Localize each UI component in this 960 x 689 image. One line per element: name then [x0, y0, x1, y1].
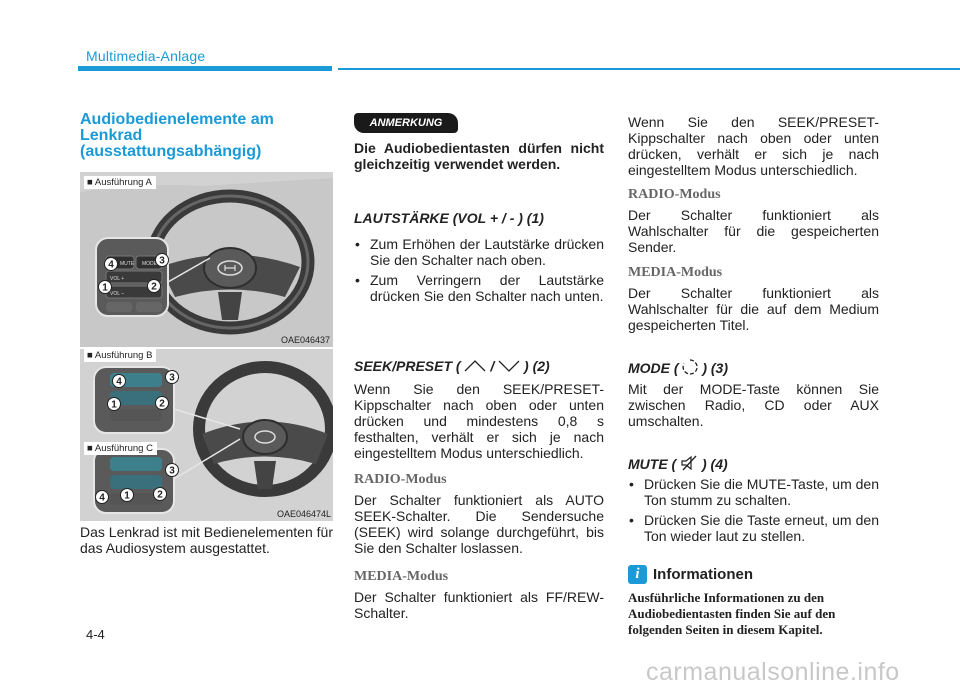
callout-b-3: 3: [169, 373, 175, 384]
seek-heading-suffix: ) (2): [524, 358, 550, 374]
button-panel-inset-a: MUTE MODE VOL + VOL –: [95, 237, 169, 317]
info-title: Informationen: [653, 566, 753, 583]
mode-heading: MODE ( ) (3): [628, 359, 728, 376]
callout-1: 1: [102, 283, 108, 294]
mute-heading-prefix: MUTE (: [628, 456, 677, 472]
callout-b-1: 1: [111, 400, 117, 411]
seek-short-paragraph: Wenn Sie den SEEK/PRESET-Kippschalter na…: [628, 114, 879, 178]
info-text: Ausführliche Informationen zu den Audiob…: [628, 590, 836, 637]
vol-down-text: VOL –: [110, 291, 124, 297]
mute-heading: MUTE ( ) (4): [628, 455, 728, 472]
callout-c-4: 4: [99, 493, 105, 504]
mute-heading-suffix: ) (4): [702, 456, 728, 472]
mode-button-text: MODE: [142, 261, 158, 267]
mode-paragraph: Mit der MODE-Taste können Sie zwischen R…: [628, 381, 879, 429]
title-line: (ausstattungsabhängig): [80, 143, 262, 160]
volume-list: Zum Erhöhen der Lautstärke drücken Sie d…: [354, 236, 604, 308]
page-number: 4-4: [86, 627, 105, 642]
mute-speaker-icon: [681, 455, 697, 471]
mute-button-text: MUTE: [120, 261, 135, 267]
mute-list: Drücken Sie die MUTE-Taste, um den Ton s…: [628, 476, 879, 548]
mode-heading-suffix: ) (3): [702, 360, 729, 376]
callout-b-4: 4: [116, 377, 122, 388]
title-line: Lenkrad: [80, 127, 143, 144]
section-title: Audiobedienelemente am Lenkrad (ausstatt…: [80, 112, 333, 160]
figure-a-code: OAE046437: [280, 335, 330, 345]
seek-heading: SEEK/PRESET ( / ) (2): [354, 358, 550, 374]
figure-c-label: ■ Ausführung C: [84, 442, 157, 455]
intro-paragraph: Das Lenkrad ist mit Bedienelementen für …: [80, 524, 333, 556]
callout-c-2: 2: [157, 490, 163, 501]
callout-c-1: 1: [124, 491, 130, 502]
header-rule-thick: [78, 66, 332, 71]
list-item: Drücken Sie die Taste erneut, um den Ton…: [628, 512, 879, 544]
callout-4: 4: [108, 260, 114, 271]
radio-heading: RADIO-Modus: [628, 187, 721, 202]
callout-3: 3: [159, 256, 165, 267]
list-item: Zum Erhöhen der Lautstärke drücken Sie d…: [354, 236, 604, 268]
header-rule-thin: [338, 68, 960, 70]
note-badge: ANMERKUNG: [354, 113, 458, 133]
info-icon: i: [628, 565, 647, 584]
volume-heading: LAUTSTÄRKE (VOL + / - ) (1): [354, 210, 544, 226]
section-header: Multimedia-Anlage: [86, 48, 206, 64]
seek-heading-mid: /: [490, 358, 495, 374]
figure-a-label: ■ Ausführung A: [84, 176, 156, 189]
figure-b-label: ■ Ausführung B: [84, 349, 157, 362]
seek-heading-prefix: SEEK/PRESET (: [354, 358, 461, 374]
title-line: Audiobedienelemente am: [80, 111, 274, 128]
callout-b-2: 2: [159, 399, 165, 410]
figure-c-code: OAE046474L: [276, 509, 331, 519]
seek-down-chevron-icon: [498, 360, 520, 372]
button-panel-inset-c: [93, 448, 175, 514]
list-item: Zum Verringern der Lautstärke drücken Si…: [354, 272, 604, 304]
steering-wheel-a-illustration: MUTE MODE VOL + VOL – 4 3 1 2: [80, 172, 333, 347]
radio-paragraph: Der Schalter funktioniert als AUTO SEEK-…: [354, 492, 604, 556]
radio-heading: RADIO-Modus: [354, 472, 447, 487]
media-paragraph: Der Schalter funktioniert als FF/REW-Sch…: [354, 589, 604, 621]
mode-icon: [682, 359, 699, 375]
note-text: Die Audiobedientasten dürfen nicht gleic…: [354, 140, 604, 172]
list-item: Drücken Sie die MUTE-Taste, um den Ton s…: [628, 476, 879, 508]
radio-paragraph: Der Schalter funktioniert als Wahlschalt…: [628, 207, 879, 255]
steering-wheel-figure-bc: 4 3 1 2 3 4 1 2 ■ Ausführung B ■ Ausführ…: [80, 349, 337, 521]
callout-c-3: 3: [169, 466, 175, 477]
media-paragraph: Der Schalter funktioniert als Wahlschalt…: [628, 285, 879, 333]
callout-2: 2: [151, 282, 157, 293]
media-heading: MEDIA-Modus: [628, 265, 723, 280]
watermark: carmanualsonline.info: [646, 658, 900, 686]
media-heading: MEDIA-Modus: [354, 569, 449, 584]
mode-heading-prefix: MODE (: [628, 360, 679, 376]
seek-up-chevron-icon: [465, 360, 486, 372]
steering-wheel-bc-illustration: 4 3 1 2 3 4 1 2: [80, 349, 337, 521]
vol-up-text: VOL +: [110, 276, 124, 282]
seek-paragraph: Wenn Sie den SEEK/PRESET-Kippschalter na…: [354, 381, 604, 461]
steering-wheel-figure-a: MUTE MODE VOL + VOL – 4 3 1 2 ■ Ausführu…: [80, 172, 333, 347]
